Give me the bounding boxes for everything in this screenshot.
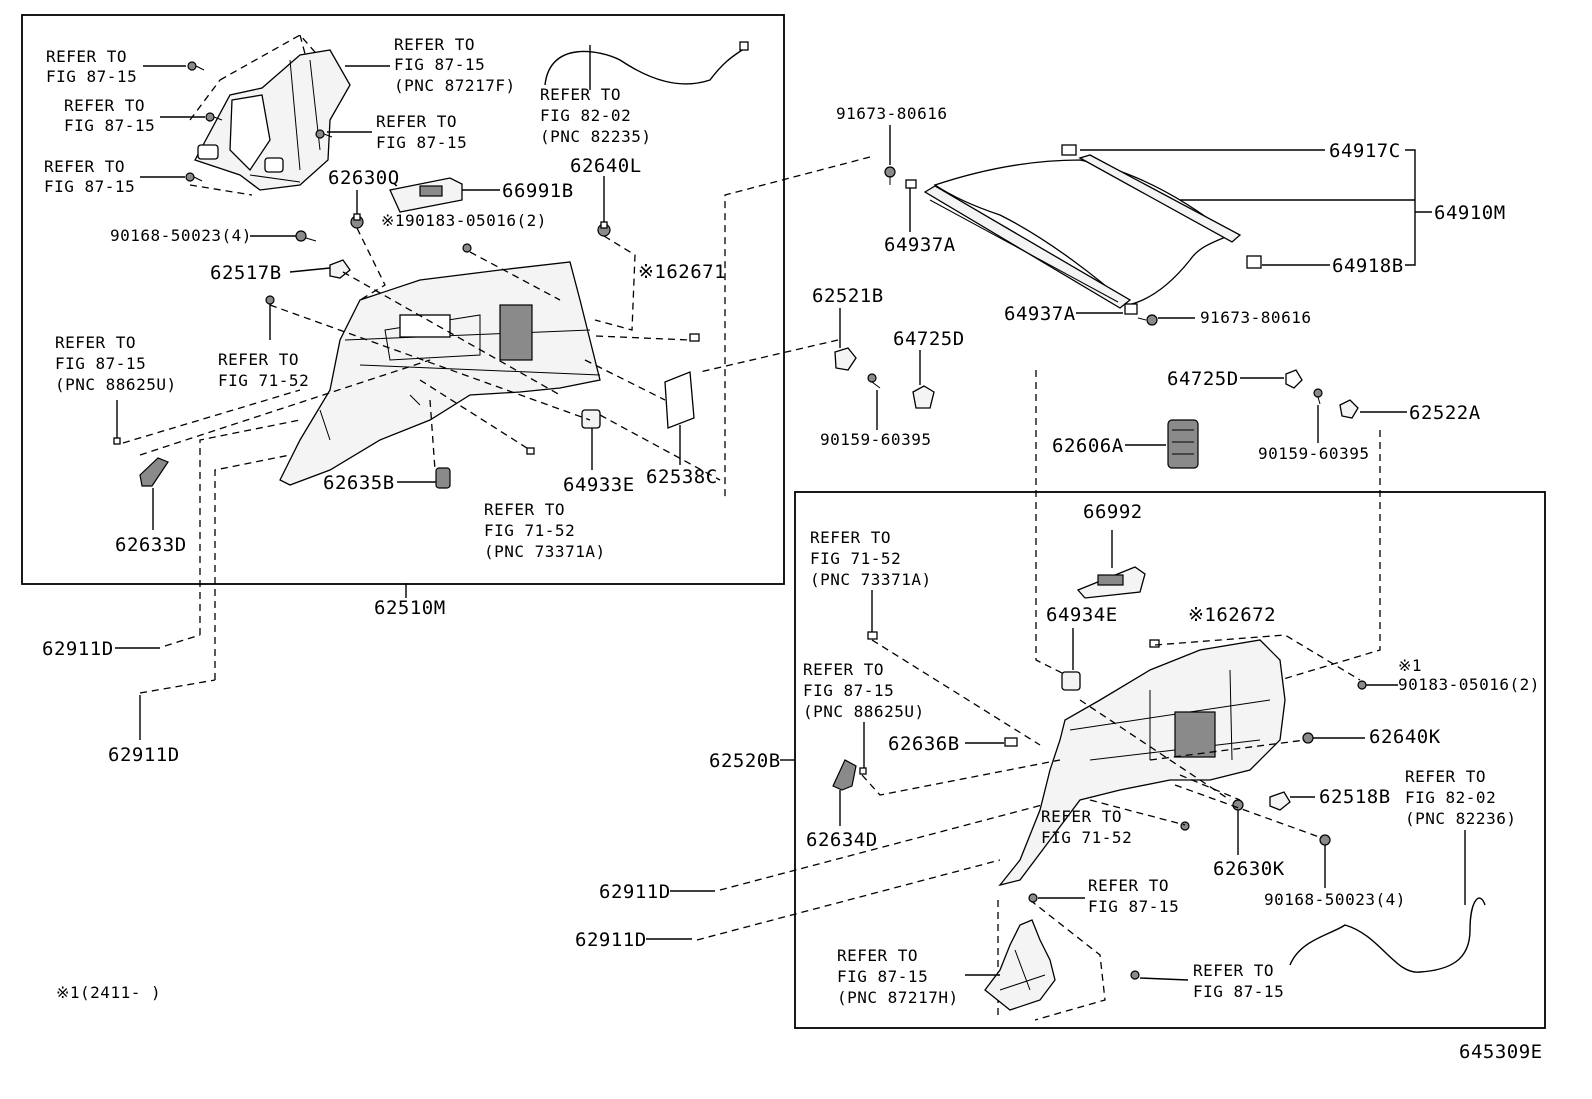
wire-harness-illustration [544,47,746,86]
part-62911D-3[interactable]: 62911D [599,881,671,903]
part-91673-80616-bottom[interactable]: 91673-80616 [1200,308,1311,327]
cross-box-dashed-leaders [696,156,1381,941]
part-62640K[interactable]: 62640K [1369,726,1441,748]
part-62606A[interactable]: 62606A [1052,435,1124,457]
part-62521B[interactable]: 62521B [812,285,884,307]
upper-bracket-illustration [189,34,351,196]
part-62640L[interactable]: 62640L [570,155,642,177]
part-62672[interactable]: ※162672 [1188,604,1276,626]
part-64933E[interactable]: 64933E [563,474,635,496]
part-91673-80616-top[interactable]: 91673-80616 [836,104,947,123]
tonneau-cover-illustration [884,144,1262,326]
part-90168-50023-right[interactable]: 90168-50023(4) [1264,890,1406,909]
part-62518B[interactable]: 62518B [1319,786,1391,808]
part-64725D-2[interactable]: 64725D [1167,368,1239,390]
clip-icon [185,61,333,182]
clip-64933E-illustration [581,409,601,429]
figure-id: 645309E [1459,1041,1543,1063]
part-90159-60395-left[interactable]: 90159-60395 [820,430,931,449]
grille-62635B-illustration [435,467,451,489]
part-64910M[interactable]: 64910M [1434,202,1506,224]
part-62630K[interactable]: 62630K [1213,858,1285,880]
part-90168-50023-left[interactable]: 90168-50023(4) [110,226,252,245]
clip-62517B-illustration [329,259,351,279]
left-assembly-box [21,14,785,585]
part-62911D-4[interactable]: 62911D [575,929,647,951]
part-62517B[interactable]: 62517B [210,262,282,284]
part-62635B[interactable]: 62635B [323,472,395,494]
lower-bracket-illustration [984,893,1140,1021]
part-64725D-1[interactable]: 64725D [893,328,965,350]
part-62522A[interactable]: 62522A [1409,402,1481,424]
fastener-icon [265,213,611,305]
part-62633D[interactable]: 62633D [115,534,187,556]
part-64934E[interactable]: 64934E [1046,604,1118,626]
part-62520B[interactable]: 62520B [709,750,781,772]
part-62634D[interactable]: 62634D [806,829,878,851]
cover-62538C-illustration [664,371,695,429]
part-62911D-2[interactable]: 62911D [108,744,180,766]
part-64937A-2[interactable]: 64937A [1004,303,1076,325]
part-90183-05016-left[interactable]: ※190183-05016(2) [381,211,547,230]
part-number-labels: 62630Q 66991B 62640L ※190183-05016(2) 90… [42,104,1540,951]
part-62911D-1[interactable]: 62911D [42,638,114,660]
right-dashed-leaders [861,634,1361,839]
wire-harness-82236-illustration [1289,897,1486,973]
part-90183-05016-right[interactable]: 90183-05016(2) [1398,675,1540,694]
part-62538C[interactable]: 62538C [646,466,718,488]
part-62630Q[interactable]: 62630Q [328,167,400,189]
part-66991B[interactable]: 66991B [502,180,574,202]
clip-64934E-illustration [1061,671,1081,691]
part-64937A-1[interactable]: 64937A [884,234,956,256]
footnote: ※1(2411- ) [56,983,161,1002]
part-90159-60395-right[interactable]: 90159-60395 [1258,444,1369,463]
quarter-trim-left-illustration [279,261,601,486]
solid-leaders [115,45,1466,981]
grille-62633D-illustration [139,457,169,487]
mid-parts-illustration [834,347,1359,469]
part-62636B[interactable]: 62636B [888,733,960,755]
part-62671[interactable]: ※162671 [638,261,726,283]
quarter-trim-right-illustration [998,639,1286,887]
grille-62634D-illustration [832,759,857,791]
part-62510M[interactable]: 62510M [374,597,446,619]
part-90183-05016-right-mark: ※1 [1398,656,1422,675]
part-64917C[interactable]: 64917C [1329,140,1401,162]
left-dashed-leaders [122,227,721,694]
part-64918B[interactable]: 64918B [1332,255,1404,277]
part-66992[interactable]: 66992 [1083,501,1143,523]
